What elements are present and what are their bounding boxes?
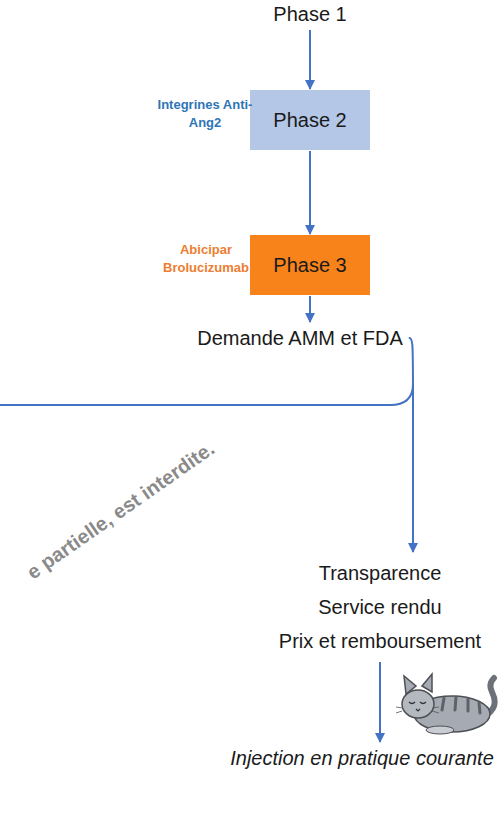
node-text: Injection en pratique courante [230, 746, 494, 770]
node-text: Phase 3 [273, 253, 346, 277]
cat-nose [416, 709, 420, 711]
phase-box: Phase 3 [250, 235, 370, 295]
node-text: Prix et remboursement [279, 624, 481, 658]
node-text: Phase 2 [273, 108, 346, 132]
cat-head [402, 690, 434, 718]
watermark: e partielle, est interdite. [20, 435, 219, 584]
flow-arrow [309, 30, 311, 89]
step-list: TransparenceService renduPrix et rembour… [279, 556, 481, 658]
node-text: Phase 1 [273, 2, 346, 26]
flow-arrow [409, 338, 413, 552]
node-text: Transparence [279, 556, 481, 590]
flow-arrow [309, 296, 311, 322]
cat-ear [422, 674, 432, 692]
candidate-label: Integrines Anti-Ang2 [155, 96, 255, 131]
cat-stripes [442, 697, 480, 713]
flow-arrow [379, 662, 381, 742]
candidate-label: Abicipar Brolucizumab [150, 241, 262, 276]
cat-illustration [396, 674, 495, 734]
cat-whiskers [396, 707, 439, 713]
cat-eyes [409, 702, 426, 704]
node-text: Demande AMM et FDA [197, 326, 403, 350]
flow-arrow [309, 151, 311, 234]
phase-text: Phase 1 [273, 2, 346, 26]
step-text: Demande AMM et FDA [197, 326, 403, 350]
node-text: Service rendu [279, 590, 481, 624]
outcome-text: Injection en pratique courante [230, 746, 494, 770]
branch-curve [0, 384, 413, 405]
cat-paw [426, 726, 454, 734]
phase-box: Phase 2 [250, 90, 370, 150]
